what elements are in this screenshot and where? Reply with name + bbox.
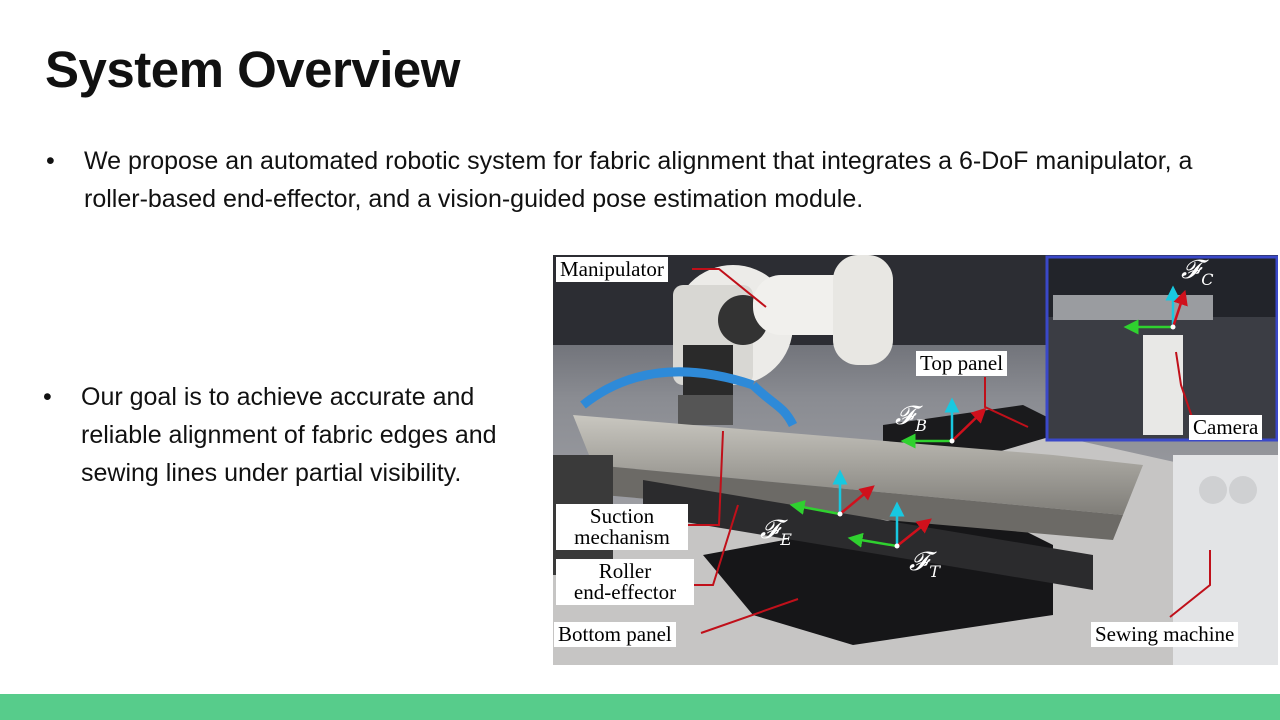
system-photo-figure: Manipulator Top panel Camera Suction mec…: [553, 255, 1278, 665]
frame-subscript: E: [780, 530, 792, 549]
frame-label-e: 𝓕E: [760, 517, 792, 553]
frame-label-c: 𝓕C: [1181, 257, 1213, 293]
frame-symbol: 𝓕: [760, 515, 780, 545]
label-suction-mechanism: Suction mechanism: [556, 504, 688, 550]
label-bottom-panel: Bottom panel: [554, 622, 676, 647]
label-top-panel: Top panel: [916, 351, 1008, 376]
frame-subscript: C: [1201, 270, 1214, 289]
frame-subscript: B: [915, 416, 927, 435]
frame-label-t: 𝓕T: [909, 549, 940, 585]
label-line: mechanism: [574, 525, 670, 549]
frame-label-b: 𝓕B: [895, 403, 927, 439]
bullet-marker: •: [46, 147, 55, 175]
label-line: end-effector: [573, 580, 677, 604]
label-sewing-machine: Sewing machine: [1091, 622, 1239, 647]
label-camera: Camera: [1189, 415, 1263, 440]
frame-subscript: T: [929, 562, 940, 581]
frame-symbol: 𝓕: [895, 401, 915, 431]
bullet-system-description: • We propose an automated robotic system…: [46, 142, 1244, 218]
bullet-goal: • Our goal is to achieve accurate and re…: [43, 378, 551, 492]
frame-symbol: 𝓕: [1181, 255, 1201, 285]
label-line: Suction: [589, 504, 655, 528]
label-line: Roller: [598, 559, 652, 583]
bullet-text: Our goal is to achieve accurate and reli…: [81, 383, 497, 487]
bullet-marker: •: [43, 383, 52, 411]
system-photo: [553, 255, 1278, 665]
frame-symbol: 𝓕: [909, 547, 929, 577]
label-manipulator: Manipulator: [556, 257, 668, 282]
slide-title: System Overview: [45, 41, 460, 98]
bullet-text: We propose an automated robotic system f…: [84, 147, 1193, 213]
footer-bar: [0, 694, 1280, 720]
label-roller-end-effector: Roller end-effector: [556, 559, 694, 605]
